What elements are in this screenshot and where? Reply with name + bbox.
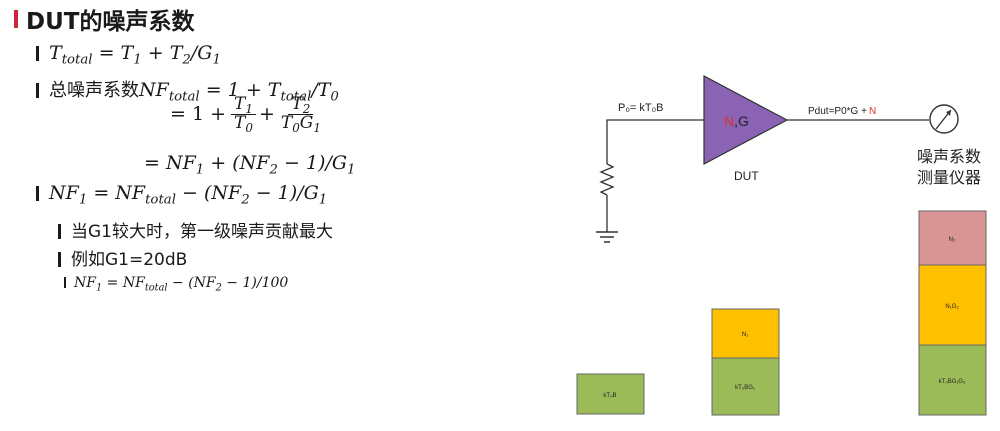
bullet-marker — [36, 46, 39, 61]
formula-prefix: 总噪声系数 — [49, 80, 139, 101]
block-ktobg1g2-label: kT₀BG₁G₂ — [939, 379, 967, 385]
formula-nf1-example: NF1 = NFtotal − (NF2 − 1)/100 — [64, 275, 288, 293]
block-ktobg1-label: kT₀BG₁ — [735, 385, 755, 391]
block-ktob — [576, 373, 645, 415]
meter-label-line2: 测量仪器 — [917, 169, 981, 187]
bullet-marker — [64, 277, 66, 288]
amplifier-label: N,G — [724, 113, 749, 129]
bullet-marker — [36, 83, 39, 98]
formula-nf-sum: = NF1 + (NF2 − 1)/G1 — [144, 152, 356, 178]
formula-ttotal: Ttotal = T1 + T2/G1 — [36, 42, 221, 67]
block-ktob-label: kT₀B — [603, 393, 616, 399]
ground-icon — [596, 231, 618, 243]
bullet-marker — [58, 252, 61, 267]
dut-label: DUT — [734, 169, 759, 183]
bullet-marker — [58, 224, 61, 239]
bullet-marker — [36, 186, 39, 201]
note-g1-large: 当G1较大时，第一级噪声贡献最大 — [58, 217, 333, 242]
title-text: DUT的噪声系数 — [26, 9, 195, 35]
block-ktobg1g2 — [918, 344, 987, 416]
source-power-label: P₀= kT₀B — [618, 102, 664, 114]
block-ktobg1 — [711, 357, 780, 416]
block-n1 — [711, 308, 780, 359]
meter-icon — [929, 104, 959, 134]
page-title: DUT的噪声系数 — [14, 2, 194, 36]
amplifier-triangle — [703, 75, 789, 165]
formula-nftotal: 总噪声系数 NFtotal = 1 + Ttotal/T0 — [36, 76, 339, 104]
note-g1-example: 例如G1=20dB — [58, 245, 187, 270]
title-accent-bar — [14, 10, 18, 28]
meter-label-line1: 噪声系数 — [917, 148, 981, 166]
block-n1-label: N₁ — [742, 332, 748, 338]
formula-nf1: NF1 = NFtotal − (NF2 − 1)/G1 — [36, 182, 327, 207]
block-n1g2-label: N₁G₂ — [945, 304, 959, 310]
circuit-wires — [599, 119, 929, 232]
block-n2-label: N₂ — [949, 237, 956, 243]
power-blocks — [576, 210, 987, 416]
output-power-label: Pdut=P0*G +N — [808, 106, 876, 117]
block-n2 — [918, 210, 987, 266]
